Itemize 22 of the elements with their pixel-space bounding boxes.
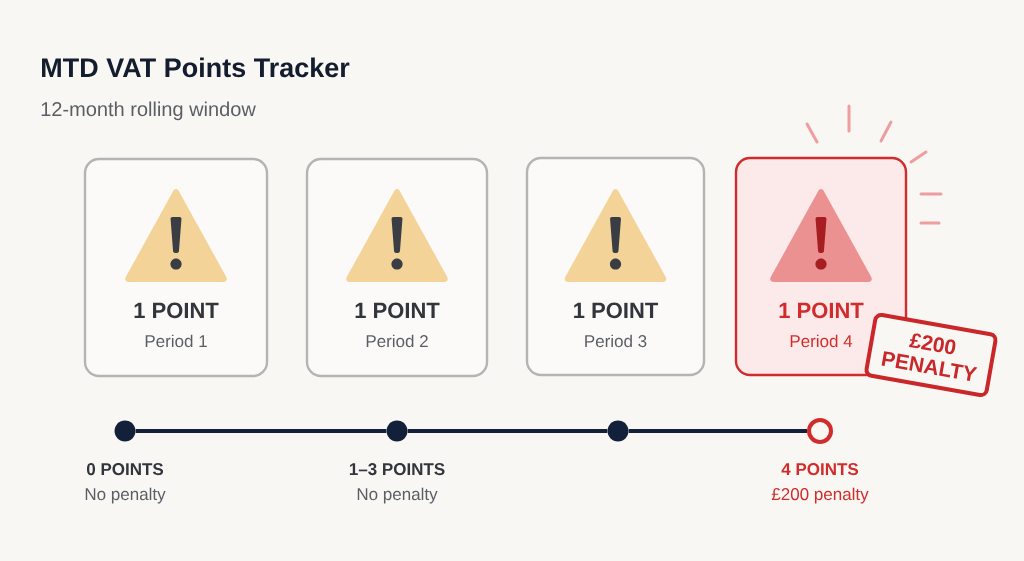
node-label: £200 PENALTY	[881, 333, 978, 381]
milestone-label: 0 POINTS	[86, 463, 164, 476]
period-label: Period 3	[585, 334, 647, 348]
points-heading: 1 POINT	[779, 302, 864, 319]
milestone-note: No penalty	[357, 487, 438, 504]
points-heading: 1 POINT	[134, 302, 219, 319]
timeline-segment	[407, 429, 608, 433]
milestone-label: 1–3 POINTS	[349, 463, 445, 476]
timeline-segment	[135, 429, 387, 433]
milestone-note: No penalty	[85, 487, 166, 504]
milestone-note: £200 penalty	[771, 487, 869, 504]
timeline-dot	[607, 420, 629, 442]
period-label: Period 2	[366, 334, 428, 348]
milestone-label: 4 POINTS	[781, 463, 859, 476]
penalty-stamp: £200 PENALTY	[864, 313, 998, 397]
period-label: Period 4	[790, 334, 853, 348]
timeline-segment	[628, 429, 807, 433]
points-heading: 1 POINT	[355, 302, 440, 319]
title: MTD VAT Points Tracker	[42, 57, 350, 78]
points-heading: 1 POINT	[574, 302, 659, 319]
subtitle: 12-month rolling window	[41, 101, 256, 121]
period-label: Period 1	[145, 334, 207, 348]
